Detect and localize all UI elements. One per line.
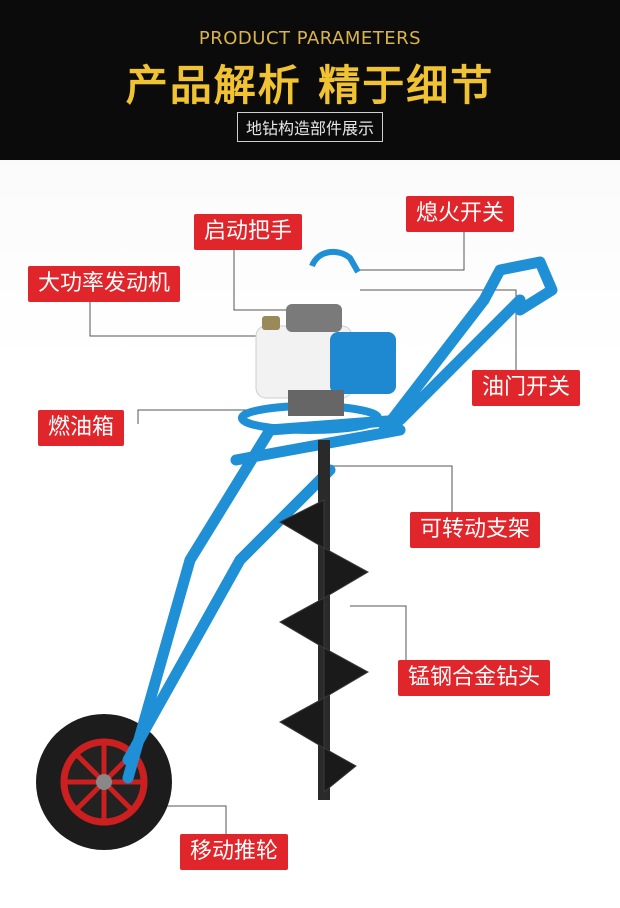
label-rotating-bracket: 可转动支架 — [410, 512, 541, 548]
label-push-wheel: 移动推轮 — [180, 834, 289, 870]
header-banner: PRODUCT PARAMETERS 产品解析 精于细节 地钻构造部件展示 — [0, 0, 620, 160]
header-title-en: PRODUCT PARAMETERS — [198, 28, 422, 49]
engine — [255, 248, 396, 416]
header-subtitle: 地钻构造部件展示 — [236, 112, 383, 142]
auger-bit — [278, 440, 370, 800]
blue-frame — [122, 256, 558, 784]
label-fuel-tank: 燃油箱 — [38, 410, 125, 446]
label-drill-bit: 锰钢合金钻头 — [398, 660, 551, 696]
leader-lines — [89, 230, 517, 840]
label-throttle-switch: 油门开关 — [472, 370, 581, 406]
label-ignition-switch: 熄火开关 — [406, 196, 515, 232]
label-engine: 大功率发动机 — [28, 266, 181, 302]
header-title-cn: 产品解析 精于细节 — [125, 61, 495, 110]
label-start-handle: 启动把手 — [194, 214, 303, 250]
wheel — [36, 714, 172, 850]
header-subtitle-wrap: 地钻构造部件展示 — [0, 112, 620, 142]
